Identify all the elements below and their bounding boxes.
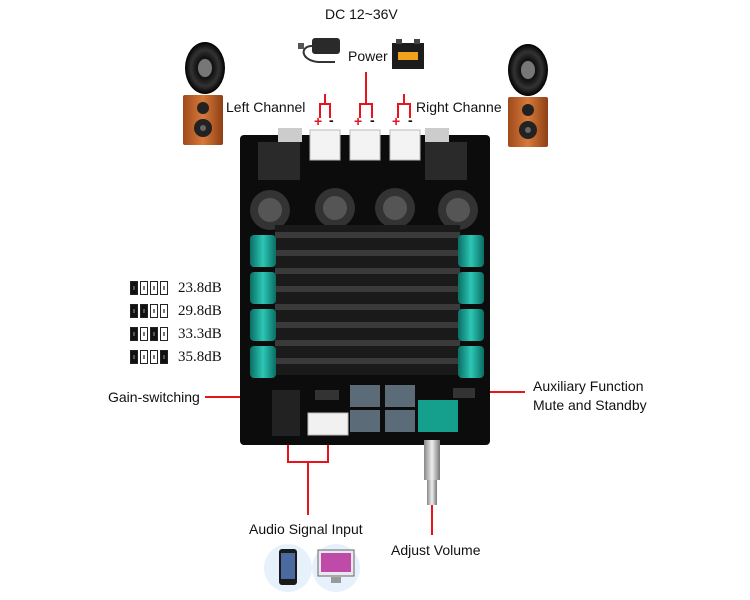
jumper-pin	[140, 327, 148, 341]
computer-icon	[312, 544, 360, 592]
left-channel-label: Left Channel	[226, 99, 306, 115]
jumper-pin	[160, 281, 168, 295]
inductors	[250, 188, 478, 230]
jumper-pin	[150, 350, 158, 364]
jumper-icon	[130, 327, 168, 341]
heatsink	[275, 225, 460, 375]
jumper-icon	[130, 304, 168, 318]
right-plus: +	[392, 113, 401, 129]
gain-row: 23.8dB	[130, 279, 222, 297]
jumper-pin	[140, 304, 148, 318]
audio-input-label: Audio Signal Input	[249, 521, 363, 537]
capacitors	[250, 235, 484, 378]
jumper-pin	[160, 350, 168, 364]
mute-standby-label: Mute and Standby	[533, 397, 647, 413]
left-plus: +	[314, 113, 323, 129]
right-speaker-icon	[508, 97, 548, 147]
jumper-icon	[130, 281, 168, 295]
jumper-pin	[140, 350, 148, 364]
jumper-pin	[160, 327, 168, 341]
battery-icon	[392, 39, 424, 69]
right-channel-label: Right Channe	[416, 99, 502, 115]
gain-switching-label: Gain-switching	[108, 389, 200, 405]
adjust-volume-label: Adjust Volume	[391, 542, 481, 558]
left-speaker-icon	[183, 95, 223, 145]
left-minus: -	[329, 112, 334, 128]
right-speaker-driver-icon	[508, 44, 548, 96]
jumper-icon	[130, 350, 168, 364]
power-minus: -	[370, 112, 375, 128]
volume-knob-icon	[424, 440, 440, 505]
aux-function-label: Auxiliary Function	[533, 378, 644, 394]
jumper-pin	[150, 281, 158, 295]
power-label: Power	[348, 48, 388, 64]
gain-row: 35.8dB	[130, 348, 222, 366]
adapter-icon	[298, 38, 340, 63]
jumper-pin	[150, 327, 158, 341]
gain-value: 35.8dB	[178, 348, 222, 365]
left-speaker-driver-icon	[185, 42, 225, 94]
jumper-pin	[130, 327, 138, 341]
power-voltage-label: DC 12~36V	[325, 6, 398, 22]
jumper-pin	[150, 304, 158, 318]
gain-value: 29.8dB	[178, 302, 222, 319]
jumper-pin	[130, 304, 138, 318]
gain-row: 29.8dB	[130, 302, 222, 320]
amplifier-board	[240, 128, 490, 445]
jumper-pin	[160, 304, 168, 318]
jumper-pin	[130, 281, 138, 295]
jumper-pin	[140, 281, 148, 295]
power-plus: +	[354, 113, 363, 129]
phone-icon	[264, 544, 312, 592]
right-minus: -	[408, 112, 413, 128]
gain-row: 33.3dB	[130, 325, 222, 343]
gain-value: 23.8dB	[178, 279, 222, 296]
gain-value: 33.3dB	[178, 325, 222, 342]
jumper-pin	[130, 350, 138, 364]
